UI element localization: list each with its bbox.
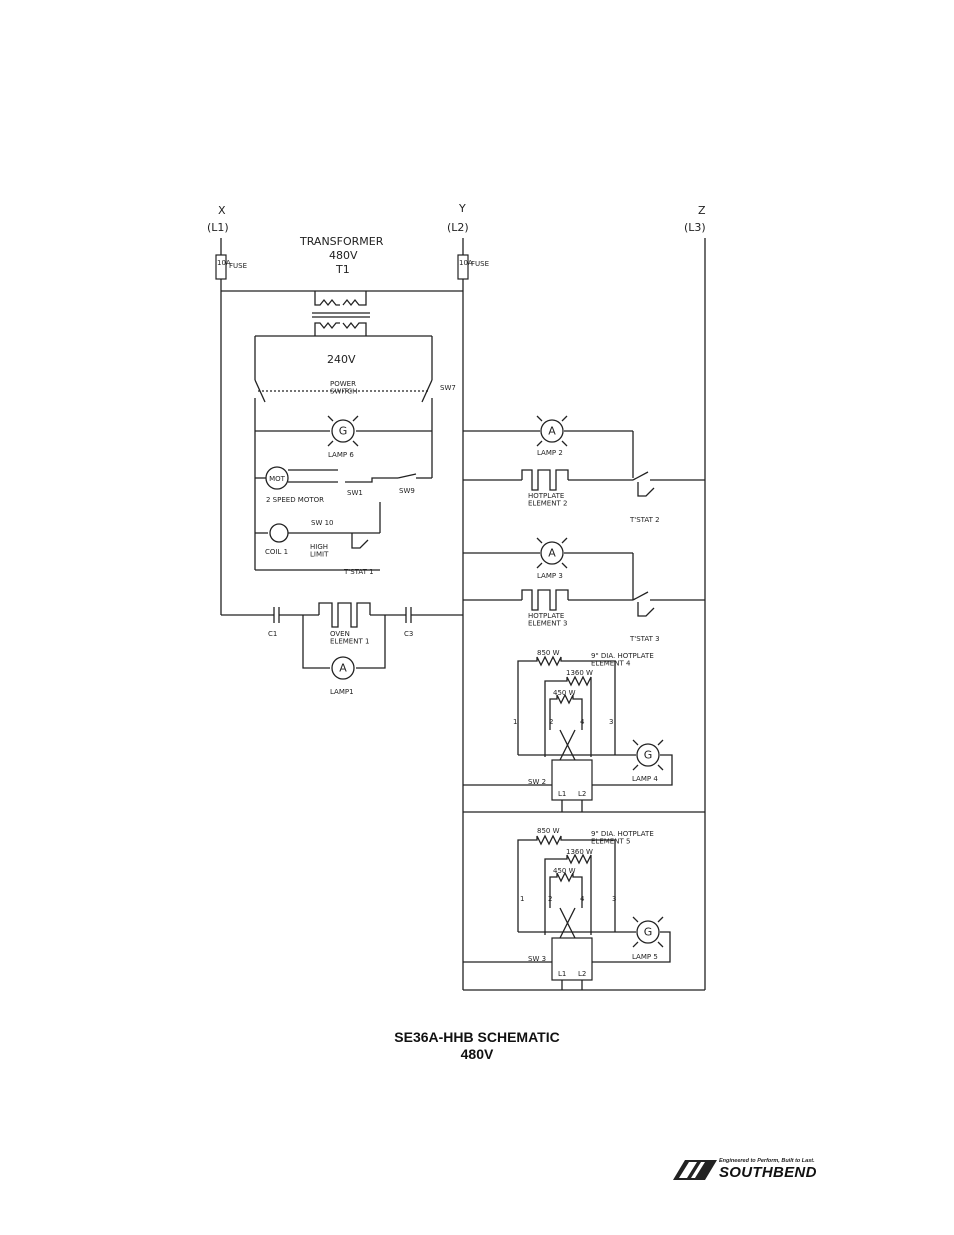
- power-switch-id: SW7: [440, 384, 456, 392]
- lamp-1-symbol: A: [339, 662, 347, 675]
- motor-sw1: SW1: [347, 489, 363, 497]
- motor-label: 2 SPEED MOTOR: [266, 496, 324, 504]
- hotplate-2-tstat: T'STAT 2: [629, 516, 660, 524]
- lamp-4-label: LAMP 4: [632, 775, 658, 783]
- transformer-id: T1: [335, 263, 350, 276]
- oven-lamp1: LAMP1: [330, 688, 354, 696]
- transformer-primary: 480V: [329, 249, 358, 262]
- motor: MOT 2 SPEED MOTOR SW1 SW9: [255, 466, 432, 504]
- fuse-l2-label: FUSE: [471, 260, 489, 268]
- hotplate-3-tstat: T'STAT 3: [629, 635, 660, 643]
- hotplate-5-t1: 1: [520, 895, 524, 903]
- fuse-l1-label: FUSE: [229, 262, 247, 270]
- hotplate-4-l1: L1: [558, 790, 566, 798]
- lamp-2-symbol: A: [548, 425, 556, 438]
- lamp-6-label: LAMP 6: [328, 451, 354, 459]
- l3-letter: Z: [698, 204, 706, 217]
- l1-letter: X: [218, 204, 226, 217]
- l3-label: (L3): [684, 221, 706, 234]
- motor-symbol: MOT: [269, 475, 286, 483]
- lamp-3-label: LAMP 3: [537, 572, 563, 580]
- oven-c3: C3: [404, 630, 413, 638]
- hotplate-4-w1360: 1360 W: [566, 669, 593, 677]
- l1-label: (L1): [207, 221, 229, 234]
- lamp-4-symbol: G: [644, 749, 653, 762]
- l2-label: (L2): [447, 221, 469, 234]
- logo-stripes-icon: [673, 1160, 717, 1180]
- fuse-l2-rating: 10A: [459, 259, 473, 267]
- schematic-voltage: 480V: [460, 1046, 494, 1062]
- lamp-5-symbol: G: [644, 926, 653, 939]
- fuse-l1: FUSE 10A: [215, 254, 247, 280]
- hotplate-5-w1360: 1360 W: [566, 848, 593, 856]
- hotplate-5-sw: SW 3: [528, 955, 546, 963]
- transformer-title: TRANSFORMER: [299, 235, 384, 248]
- hotplate-4-w850: 850 W: [537, 649, 560, 657]
- southbend-logo: Engineered to Perform, Built to Last. SO…: [671, 1158, 871, 1182]
- lamp-3-symbol: A: [548, 547, 556, 560]
- hotplate-5-t4: 4: [580, 895, 585, 903]
- hotplate-4-t4: 4: [580, 718, 585, 726]
- oven-c1: C1: [268, 630, 277, 638]
- lamp-2-label: LAMP 2: [537, 449, 563, 457]
- fuse-l1-rating: 10A: [217, 259, 231, 267]
- lamp-6: G LAMP 6: [255, 415, 432, 459]
- transformer-secondary: 240V: [327, 353, 356, 366]
- hotplate-4-t2: 2: [549, 718, 553, 726]
- coil-tstat1: T'STAT 1: [343, 568, 374, 576]
- hotplate-4-sw: SW 2: [528, 778, 546, 786]
- hotplate-5-w450: 450 W: [553, 867, 576, 875]
- hotplate-5-w850: 850 W: [537, 827, 560, 835]
- coil-label: COIL 1: [265, 548, 288, 556]
- l2-letter: Y: [458, 202, 466, 215]
- hotplate-4-t3: 3: [609, 718, 613, 726]
- motor-sw9: SW9: [399, 487, 415, 495]
- hotplate-5-l2: L2: [578, 970, 586, 978]
- transformer: TRANSFORMER 480V T1 240V: [221, 235, 463, 366]
- supply-lines: [220, 238, 706, 991]
- hotplate-4-w450: 450 W: [553, 689, 576, 697]
- lamp-5-label: LAMP 5: [632, 953, 658, 961]
- logo-brand: SOUTHBEND: [719, 1164, 817, 1181]
- hotplate-4-l2: L2: [578, 790, 586, 798]
- fuse-l2: FUSE 10A: [457, 254, 489, 280]
- coil-sw10: SW 10: [311, 519, 334, 527]
- logo-tagline: Engineered to Perform, Built to Last.: [719, 1158, 815, 1164]
- hotplate-5-l1: L1: [558, 970, 566, 978]
- hotplate-5-t2: 2: [548, 895, 552, 903]
- lamp-6-symbol: G: [339, 425, 348, 438]
- hotplate-5-t3: 3: [612, 895, 616, 903]
- schematic-title: SE36A-HHB SCHEMATIC: [394, 1029, 560, 1045]
- hotplate-4-t1: 1: [513, 718, 517, 726]
- control-bus: [254, 336, 433, 571]
